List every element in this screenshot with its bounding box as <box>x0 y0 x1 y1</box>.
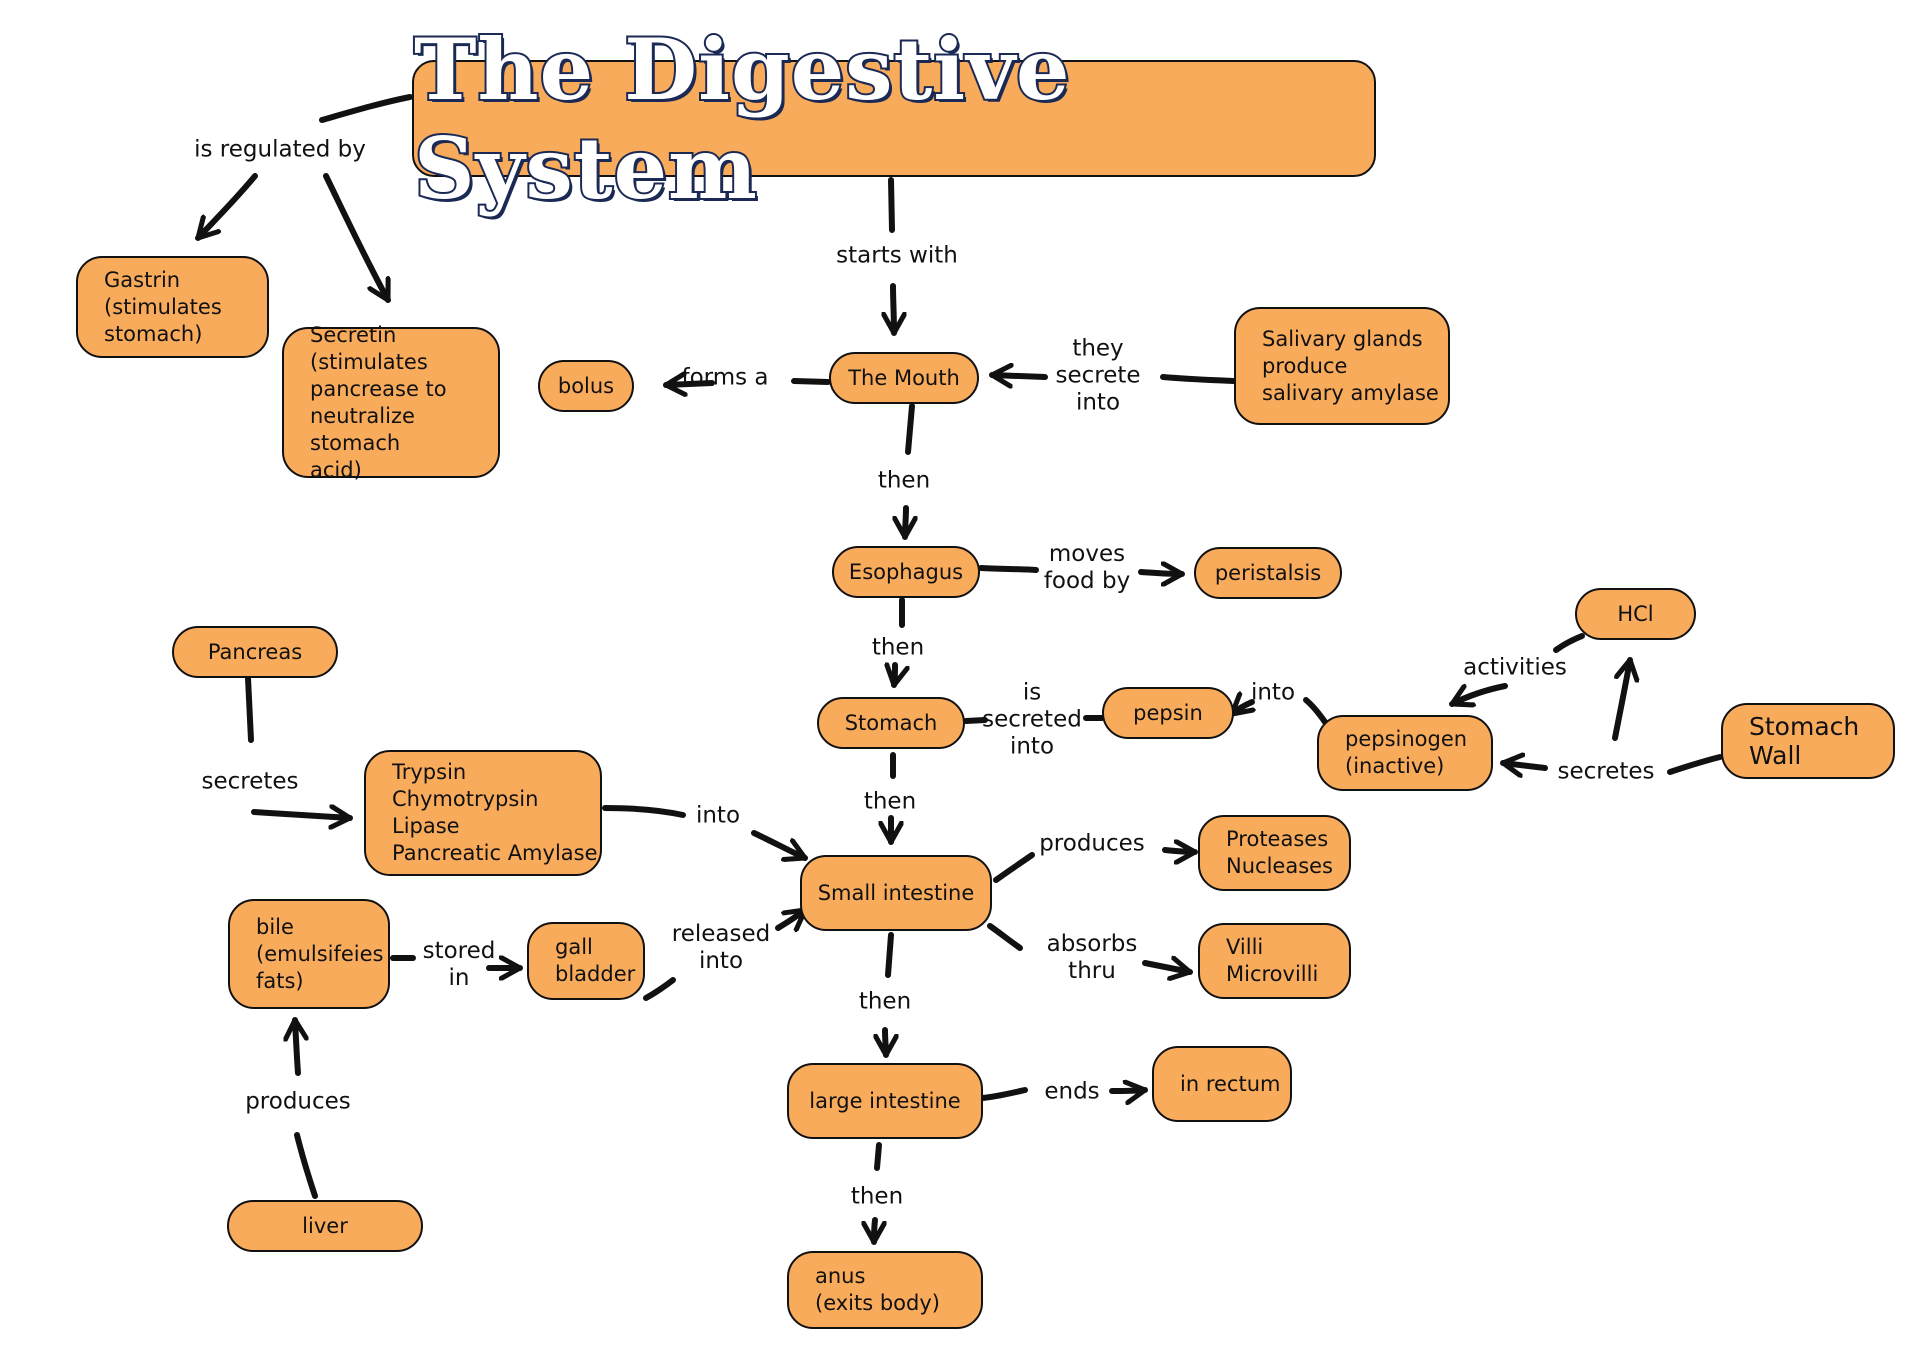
edge-activities-to-pepsinogen <box>1449 683 1508 704</box>
node-bolus: bolus <box>538 360 634 412</box>
node-stomach: Stomach <box>817 697 965 749</box>
node-salivary: Salivary glands produce salivary amylase <box>1234 307 1450 425</box>
link-released-into: released into <box>671 921 771 974</box>
edge-large-to-ends <box>979 1087 1028 1101</box>
link-into-small: into <box>695 802 741 829</box>
edge-large-to-then <box>874 1142 882 1171</box>
edge-into-to-pepsin <box>1229 702 1252 717</box>
edge-then-to-esophagus <box>905 505 906 540</box>
node-gastrin: Gastrin (stimulates stomach) <box>76 256 269 358</box>
edge-gall-to-released <box>643 977 676 1001</box>
node-peristalsis: peristalsis <box>1194 547 1342 599</box>
node-mouth: The Mouth <box>829 352 979 404</box>
title-box: The Digestive System <box>412 18 1376 220</box>
edge-starts-to-mouth <box>893 283 894 336</box>
node-liver: liver <box>227 1200 423 1252</box>
edge-then-to-large <box>885 1027 886 1058</box>
link-secretes-wall: secretes <box>1557 758 1655 785</box>
edge-small-to-then <box>885 932 894 978</box>
node-rectum: in rectum <box>1152 1046 1292 1122</box>
edge-forms-to-bolus <box>663 383 715 385</box>
link-produces-liver: produces <box>245 1088 351 1115</box>
link-stored-in: stored in <box>422 938 496 991</box>
edge-secretes-to-enzymes <box>251 812 353 818</box>
edge-liver-to-produces <box>294 1132 318 1199</box>
edge-wall-to-secretes <box>1667 754 1723 775</box>
edge-pancreas-to-secretes <box>245 675 254 743</box>
node-bile: bile (emulsifeies fats) <box>228 899 390 1009</box>
edge-produces-to-proteases <box>1162 850 1198 852</box>
edge-into-to-small <box>751 830 808 858</box>
link-then-small: then <box>858 988 912 1015</box>
edge-regulated-to-gastrin <box>195 173 258 241</box>
node-large-intestine: large intestine <box>787 1063 983 1139</box>
edge-secretes-to-hcl <box>1612 657 1630 741</box>
node-villi: Villi Microvilli <box>1198 923 1351 999</box>
edge-pepsinogen-to-into <box>1303 697 1328 725</box>
node-pancreas: Pancreas <box>172 626 338 678</box>
link-activities: activities <box>1463 654 1567 681</box>
link-they-secrete-into: they secrete into <box>1055 335 1141 416</box>
edge-produces-to-bile <box>295 1017 298 1076</box>
edge-secreted-to-stomach <box>963 717 988 724</box>
link-is-regulated-by: is regulated by <box>194 136 366 163</box>
link-then-mouth: then <box>877 467 931 494</box>
link-starts-with: starts with <box>836 242 958 269</box>
edge-then-to-stomach <box>894 662 895 688</box>
edge-absorbs-to-villi <box>1142 963 1193 972</box>
node-pepsin: pepsin <box>1102 687 1234 739</box>
node-enzymes: Trypsin Chymotrypsin Lipase Pancreatic A… <box>364 750 602 876</box>
node-gall-bladder: gall bladder <box>527 922 645 1000</box>
link-then-stomach: then <box>863 788 917 815</box>
node-esophagus: Esophagus <box>832 546 980 598</box>
node-secretin: Secretin (stimulates pancrease to neutra… <box>282 323 500 482</box>
link-then-esophagus: then <box>871 634 925 661</box>
link-moves-food-by: moves food by <box>1043 541 1131 594</box>
node-stomach-wall: Stomach Wall <box>1721 703 1895 779</box>
node-hcl: HCl <box>1575 588 1696 640</box>
link-ends: ends <box>1044 1078 1100 1105</box>
link-absorbs-thru: absorbs thru <box>1046 931 1138 984</box>
link-forms-a: forms a <box>681 364 769 391</box>
node-proteases: Proteases Nucleases <box>1198 815 1351 891</box>
edge-enzymes-to-into <box>602 805 686 818</box>
node-pepsinogen: pepsinogen (inactive) <box>1317 715 1493 791</box>
link-into-pepsin: into <box>1250 679 1296 706</box>
node-anus: anus (exits body) <box>787 1251 983 1329</box>
edge-secretes-to-pepsinogen <box>1500 763 1548 768</box>
node-small-intestine: Small intestine <box>800 855 992 931</box>
link-then-large: then <box>850 1183 904 1210</box>
edge-title-to-starts <box>888 177 895 233</box>
link-produces-small: produces <box>1039 830 1145 857</box>
edge-hcl-to-activities <box>1553 633 1585 653</box>
edge-regulated-to-secretin <box>323 173 391 303</box>
page-title: The Digestive System <box>412 18 1071 220</box>
edge-title-to-regulated <box>319 94 413 123</box>
edge-mouth-to-then <box>905 403 915 455</box>
edge-esophagus-to-moves <box>978 565 1039 573</box>
edge-moves-to-peristalsis <box>1138 572 1185 574</box>
edge-ends-to-rectum <box>1109 1090 1148 1091</box>
edge-small-to-produces <box>993 852 1035 883</box>
link-secretes-pancreas: secretes <box>201 768 299 795</box>
edge-salivary-to-secrete <box>1160 374 1236 384</box>
edge-secrete-to-mouth <box>989 375 1048 377</box>
edge-small-to-absorbs <box>987 923 1023 951</box>
link-is-secreted-into: is secreted into <box>982 679 1082 760</box>
edge-mouth-to-forms <box>791 378 831 385</box>
edge-then-to-anus <box>874 1217 875 1245</box>
